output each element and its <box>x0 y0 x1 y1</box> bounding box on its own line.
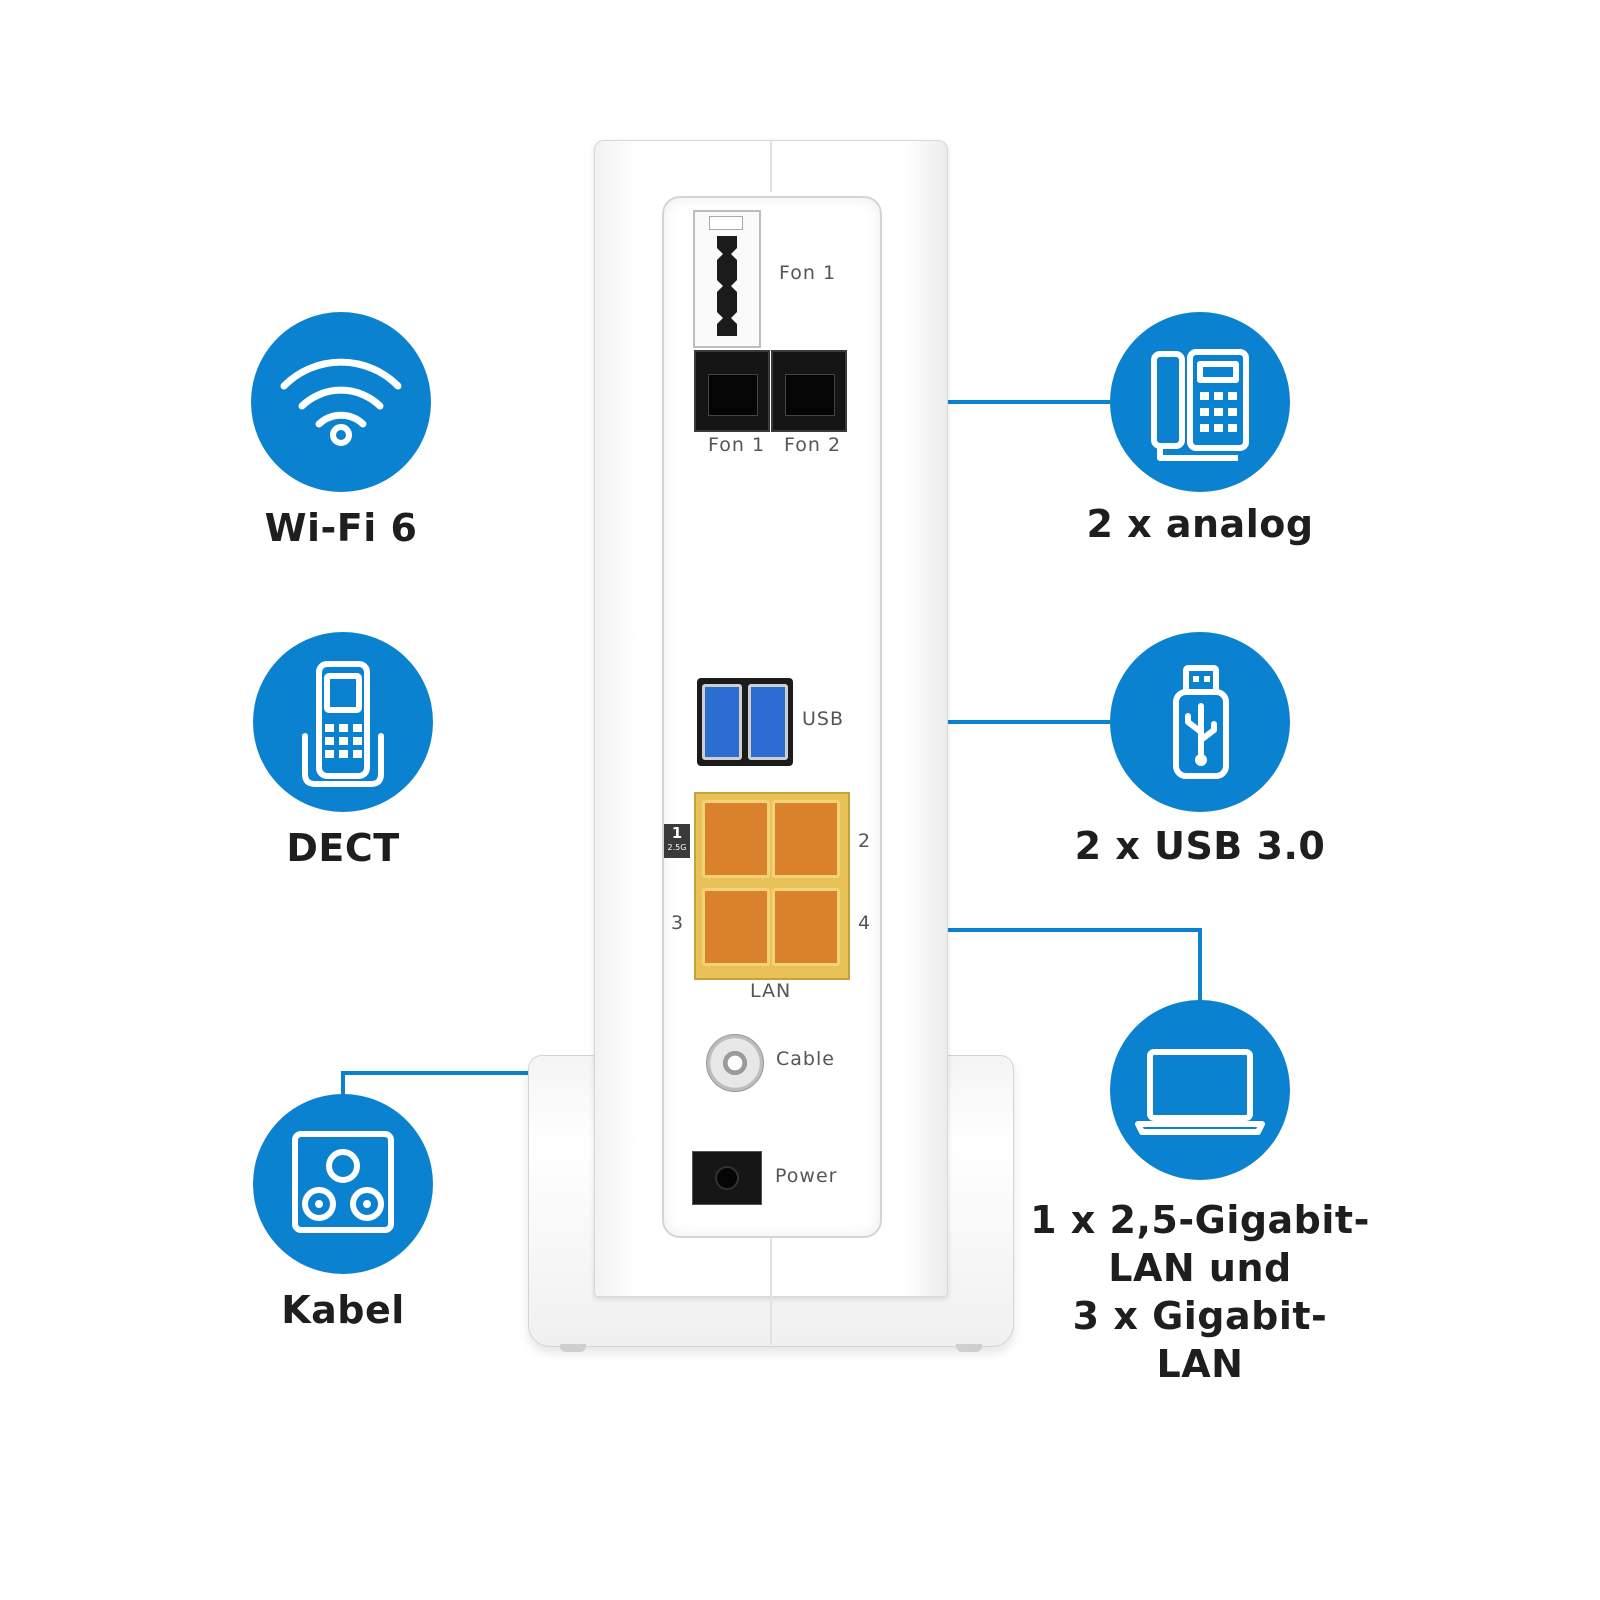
tae-port <box>693 210 761 348</box>
lan-feature-label-line1: 1 x 2,5-Gigabit- <box>1030 1198 1370 1242</box>
lan-port-1-badge: 1 2.5G <box>664 824 690 858</box>
cable-port-label: Cable <box>776 1048 835 1070</box>
lan-port-4 <box>772 888 840 966</box>
usb-port-label: USB <box>802 708 845 730</box>
tae-port-label: Fon 1 <box>779 262 837 284</box>
lan-connector-line-h <box>946 928 1202 932</box>
lan-ports <box>694 792 850 980</box>
lan-port-3-label: 3 <box>671 912 685 934</box>
lan-port-4-label: 4 <box>858 912 872 934</box>
analog-feature-circle <box>1110 312 1290 492</box>
analog-feature-label: 2 x analog <box>1086 502 1314 546</box>
cable-coax-port <box>706 1034 764 1092</box>
rj11-port-fon2 <box>771 350 847 432</box>
rj11-port-fon1 <box>694 350 770 432</box>
lan-feature-label-line2: LAN und <box>1108 1246 1292 1290</box>
lan-port-2-label: 2 <box>858 830 872 852</box>
kabel-feature-label: Kabel <box>281 1288 405 1332</box>
usb-stick-icon <box>1173 665 1229 779</box>
dect-handset-icon <box>302 661 384 787</box>
power-socket <box>715 1166 739 1190</box>
laptop-icon <box>1135 1049 1265 1135</box>
lan-feature-label: 1 x 2,5-Gigabit- LAN und 3 x Gigabit-LAN <box>1030 1196 1370 1388</box>
coax-socket-icon <box>292 1131 394 1233</box>
usb-feature-label: 2 x USB 3.0 <box>1074 824 1326 868</box>
lan-port-1-number: 1 <box>671 824 683 842</box>
usb-port-2 <box>748 684 788 760</box>
kabel-connector-line-v <box>341 1071 345 1096</box>
lan-feature-label-line3: 3 x Gigabit-LAN <box>1072 1294 1328 1386</box>
dect-feature-circle <box>253 632 433 812</box>
router-bottom-seam <box>770 1235 772 1345</box>
lan-port-1-speed: 2.5G <box>667 843 687 852</box>
kabel-connector-line-h <box>341 1071 550 1075</box>
lan-ports-label: LAN <box>750 980 792 1002</box>
stand-foot-right <box>956 1344 982 1352</box>
lan-feature-circle <box>1110 1000 1290 1180</box>
rj11-fon2-label: Fon 2 <box>784 434 842 456</box>
desk-phone-icon <box>1151 349 1249 461</box>
stand-foot-left <box>560 1344 586 1352</box>
usb-connector-line <box>946 720 1110 724</box>
usb-port-1 <box>702 684 742 760</box>
usb-feature-circle <box>1110 632 1290 812</box>
wifi-icon <box>280 358 402 446</box>
lan-port-2 <box>772 800 840 878</box>
power-port-label: Power <box>775 1165 838 1187</box>
lan-port-1 <box>702 800 770 878</box>
lan-port-3 <box>702 888 770 966</box>
power-port <box>692 1151 762 1205</box>
wifi-feature-circle <box>251 312 431 492</box>
analog-connector-line <box>946 400 1110 404</box>
rj11-fon1-label: Fon 1 <box>708 434 766 456</box>
dect-feature-label: DECT <box>286 826 400 870</box>
wifi-feature-label: Wi-Fi 6 <box>264 506 418 550</box>
lan-connector-line-v <box>1198 928 1202 1002</box>
router-top-seam <box>770 140 772 192</box>
kabel-feature-circle <box>253 1094 433 1274</box>
usb-ports <box>697 678 793 766</box>
